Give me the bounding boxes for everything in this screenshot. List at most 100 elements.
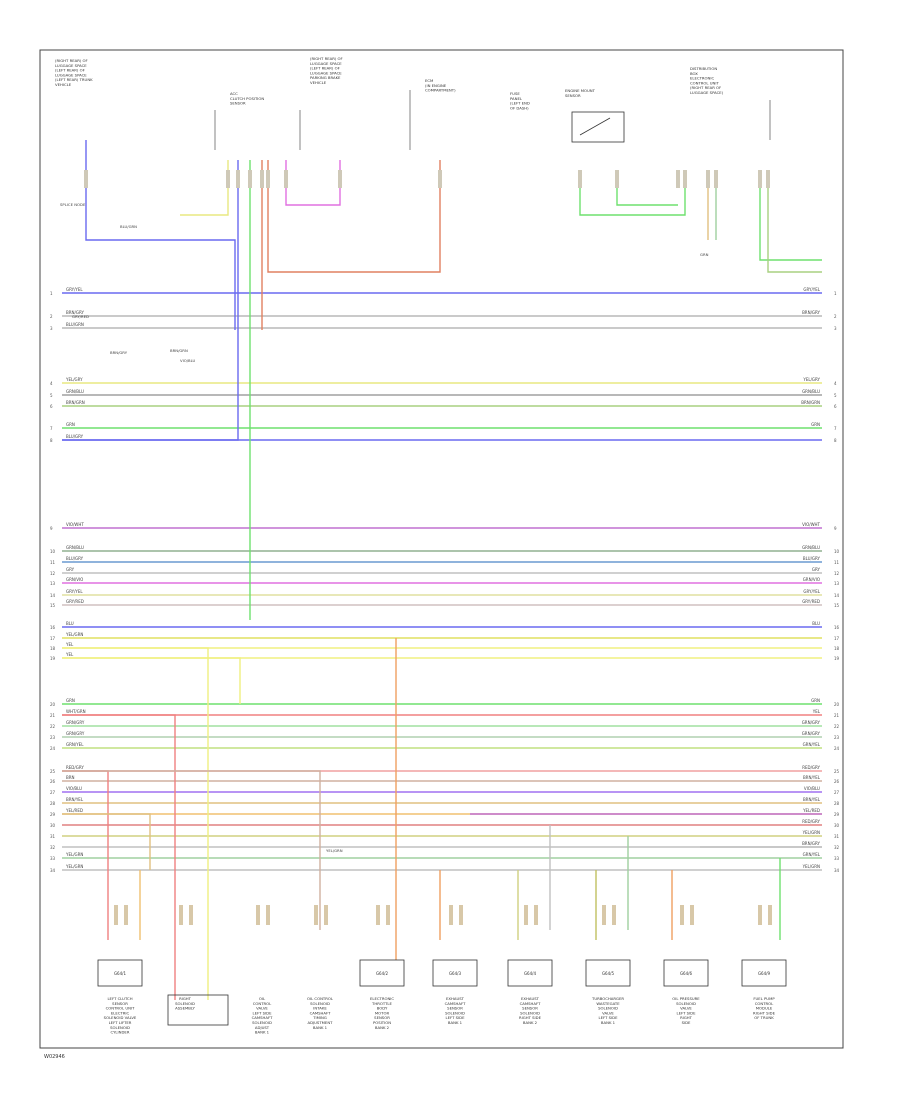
connector-pin xyxy=(226,170,230,188)
wire-number: 8 xyxy=(834,438,837,443)
connector-pin xyxy=(236,170,240,188)
component-id: G64/3 xyxy=(449,971,462,976)
component-id: G64/1 xyxy=(114,971,127,976)
wire-number: 12 xyxy=(834,571,840,576)
wire-number: 1 xyxy=(834,291,837,296)
connector-pin xyxy=(758,170,762,188)
wire-number: 6 xyxy=(834,404,837,409)
wire-number: 2 xyxy=(50,314,53,319)
wire-number: 33 xyxy=(50,856,56,861)
annotation: VIO/BLU xyxy=(180,358,196,363)
connector-pin xyxy=(338,170,342,188)
component-box xyxy=(741,959,787,987)
connector-pin xyxy=(284,170,288,188)
component-id: G64/5 xyxy=(602,971,615,976)
wire-color-label: GRN/BLU xyxy=(66,545,84,550)
connector-pin xyxy=(324,905,328,925)
connector-pin xyxy=(376,905,380,925)
connector-pin xyxy=(179,905,183,925)
wire-color-label: GRN xyxy=(811,422,820,427)
connector-pin xyxy=(256,905,260,925)
wire-color-label: GRY/YEL xyxy=(66,287,83,292)
wire-number: 9 xyxy=(834,526,837,531)
component-id: G64/2 xyxy=(376,971,389,976)
wire-color-label: YEL/GRN xyxy=(802,864,820,869)
wire-number: 1 xyxy=(50,291,53,296)
wire-color-label: GRY/RED xyxy=(802,599,820,604)
connector-pin xyxy=(690,905,694,925)
wire-number: 13 xyxy=(834,581,840,586)
wire-color-label: VIO/WHT xyxy=(802,522,820,527)
wire-color-label: YEL xyxy=(65,652,74,657)
wire-color-label: YEL/RED xyxy=(65,808,83,813)
wire-color-label: BRN/GRN xyxy=(66,400,85,405)
wire-number: 22 xyxy=(50,724,56,729)
connector-pin xyxy=(459,905,463,925)
component-box xyxy=(359,959,405,987)
wire-run xyxy=(62,160,239,441)
wire-color-label: YEL xyxy=(812,709,821,714)
wire-number: 7 xyxy=(834,426,837,431)
wire-color-label: GRN/VIO xyxy=(803,577,820,582)
wire-color-label: BRN/YEL xyxy=(803,775,821,780)
wire-color-label: YEL/GRY xyxy=(65,377,83,382)
wire-color-label: BRN/YEL xyxy=(803,797,821,802)
annotation: YEL/GRN xyxy=(326,848,343,853)
connector-pin xyxy=(534,905,538,925)
wire-number: 17 xyxy=(50,636,56,641)
wire-number: 2 xyxy=(834,314,837,319)
wire-run xyxy=(85,140,236,330)
wire-color-label: YEL/GRN xyxy=(802,830,820,835)
annotation: GRN xyxy=(700,252,709,257)
wire-color-label: RED/GRY xyxy=(66,765,84,770)
wire-color-label: GRN/GRY xyxy=(66,731,85,736)
wire-number: 3 xyxy=(834,326,837,331)
wire-color-label: RED/GRY xyxy=(802,765,820,770)
wire-run xyxy=(62,714,176,1000)
connector-pin xyxy=(266,170,270,188)
wire-color-label: BRN/GRN xyxy=(801,400,820,405)
wire-number: 34 xyxy=(834,868,840,873)
wire-number: 20 xyxy=(834,702,840,707)
component-id: G64/4 xyxy=(524,971,537,976)
connector-pin xyxy=(114,905,118,925)
connector-pin xyxy=(449,905,453,925)
wire-number: 33 xyxy=(834,856,840,861)
wire-color-label: WHT/GRN xyxy=(66,709,86,714)
wire-color-label: BRN/GRY xyxy=(66,310,84,315)
wire-number: 28 xyxy=(50,801,56,806)
wire-color-label: GRY/YEL xyxy=(803,287,820,292)
wire-number: 22 xyxy=(834,724,840,729)
connector-pin xyxy=(706,170,710,188)
wire-number: 32 xyxy=(834,845,840,850)
page-id: W02946 xyxy=(44,1054,65,1060)
wire-number: 18 xyxy=(834,646,840,651)
wire-number: 27 xyxy=(50,790,56,795)
wire-number: 14 xyxy=(50,593,56,598)
wire-number: 20 xyxy=(50,702,56,707)
wire-number: 27 xyxy=(834,790,840,795)
wire-color-label: GRY/YEL xyxy=(803,589,820,594)
wire-color-label: RED/GRY xyxy=(802,819,820,824)
wire-number: 26 xyxy=(834,779,840,784)
component-id: G64/6 xyxy=(680,971,693,976)
annotation: SPLICE NODE xyxy=(60,202,86,207)
wire-color-label: BLU/GRN xyxy=(66,322,84,327)
wire-number: 24 xyxy=(834,746,840,751)
wire-number: 21 xyxy=(50,713,56,718)
connector-pin xyxy=(189,905,193,925)
wire-run xyxy=(579,170,686,216)
component-box xyxy=(585,959,631,987)
wire-run xyxy=(62,657,241,704)
wire-number: 12 xyxy=(50,571,56,576)
